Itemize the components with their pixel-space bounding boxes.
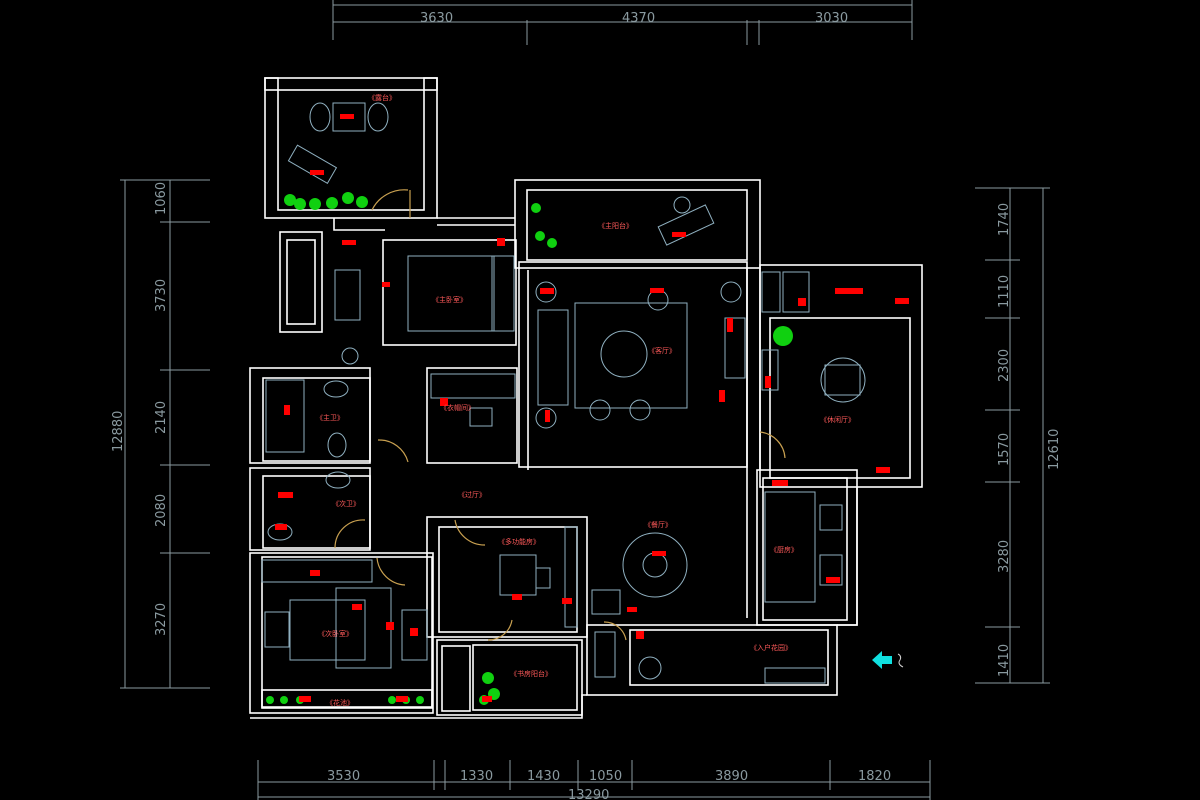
room-label-master-balcony: 《主阳台》	[598, 221, 633, 230]
room-label-terrace: 《露台》	[368, 93, 396, 102]
room-labels: 《露台》 《主卧室》 《主阳台》 《客厅》 《休闲厅》 《主卫》 《衣帽间》 《…	[316, 93, 855, 707]
dimension-left: 1060 3730 2140 2080 3270 12880	[111, 179, 210, 689]
dim-right-2: 1110	[997, 275, 1012, 308]
furniture	[261, 102, 866, 684]
room-label-dining: 《餐厅》	[644, 520, 672, 529]
dim-bottom-4: 1050	[589, 769, 622, 784]
room-label-kitchen: 《厨房》	[770, 545, 798, 554]
dim-bottom-5: 3890	[715, 769, 748, 784]
entry-arrow-icon	[872, 651, 904, 669]
doors	[334, 189, 786, 641]
room-label-second-bedroom: 《次卧室》	[318, 629, 353, 638]
dim-left-2: 3730	[154, 279, 169, 312]
dim-right-total: 12610	[1047, 429, 1062, 470]
room-label-living-room: 《客厅》	[648, 346, 676, 355]
dim-bottom-1: 3530	[327, 769, 360, 784]
dim-left-3: 2140	[154, 401, 169, 434]
dim-bottom-total: 13290	[568, 788, 609, 800]
room-label-entry-garden: 《入户花园》	[750, 643, 792, 652]
room-label-corridor: 《过厅》	[458, 490, 486, 499]
dim-right-1: 1740	[997, 203, 1012, 236]
room-label-master-bedroom: 《主卧室》	[432, 295, 467, 304]
room-label-study-balcony: 《书房阳台》	[510, 669, 552, 678]
dim-right-5: 3280	[997, 540, 1012, 573]
dim-top-3: 3030	[815, 11, 848, 26]
dim-left-4: 2080	[154, 494, 169, 527]
dim-right-4: 1570	[997, 433, 1012, 466]
walls	[249, 77, 923, 719]
dimension-right: 1740 1110 2300 1570 3280 1410 12610	[975, 187, 1062, 684]
dim-bottom-3: 1430	[527, 769, 560, 784]
room-label-walk-in-closet: 《衣帽间》	[440, 403, 475, 412]
room-label-flower-bed: 《花池》	[326, 698, 354, 707]
room-label-guest-bathroom: 《次卫》	[332, 499, 360, 508]
dim-top-1: 3630	[420, 11, 453, 26]
dimension-bottom: 3530 1330 1430 1050 3890 1820 13290	[257, 760, 931, 800]
dim-left-total: 12880	[111, 411, 126, 452]
room-label-multi-function: 《多功能房》	[498, 537, 540, 546]
dim-right-3: 2300	[997, 349, 1012, 382]
room-label-leisure-hall: 《休闲厅》	[820, 415, 855, 424]
dim-top-2: 4370	[622, 11, 655, 26]
dim-left-1: 1060	[154, 182, 169, 215]
dim-left-5: 3270	[154, 603, 169, 636]
dimension-top: 3630 4370 3030	[332, 0, 913, 45]
plants	[266, 192, 793, 705]
dim-bottom-6: 1820	[858, 769, 891, 784]
dim-bottom-2: 1330	[460, 769, 493, 784]
dim-right-6: 1410	[997, 644, 1012, 677]
red-markers	[275, 114, 909, 702]
room-label-main-bathroom: 《主卫》	[316, 413, 344, 422]
